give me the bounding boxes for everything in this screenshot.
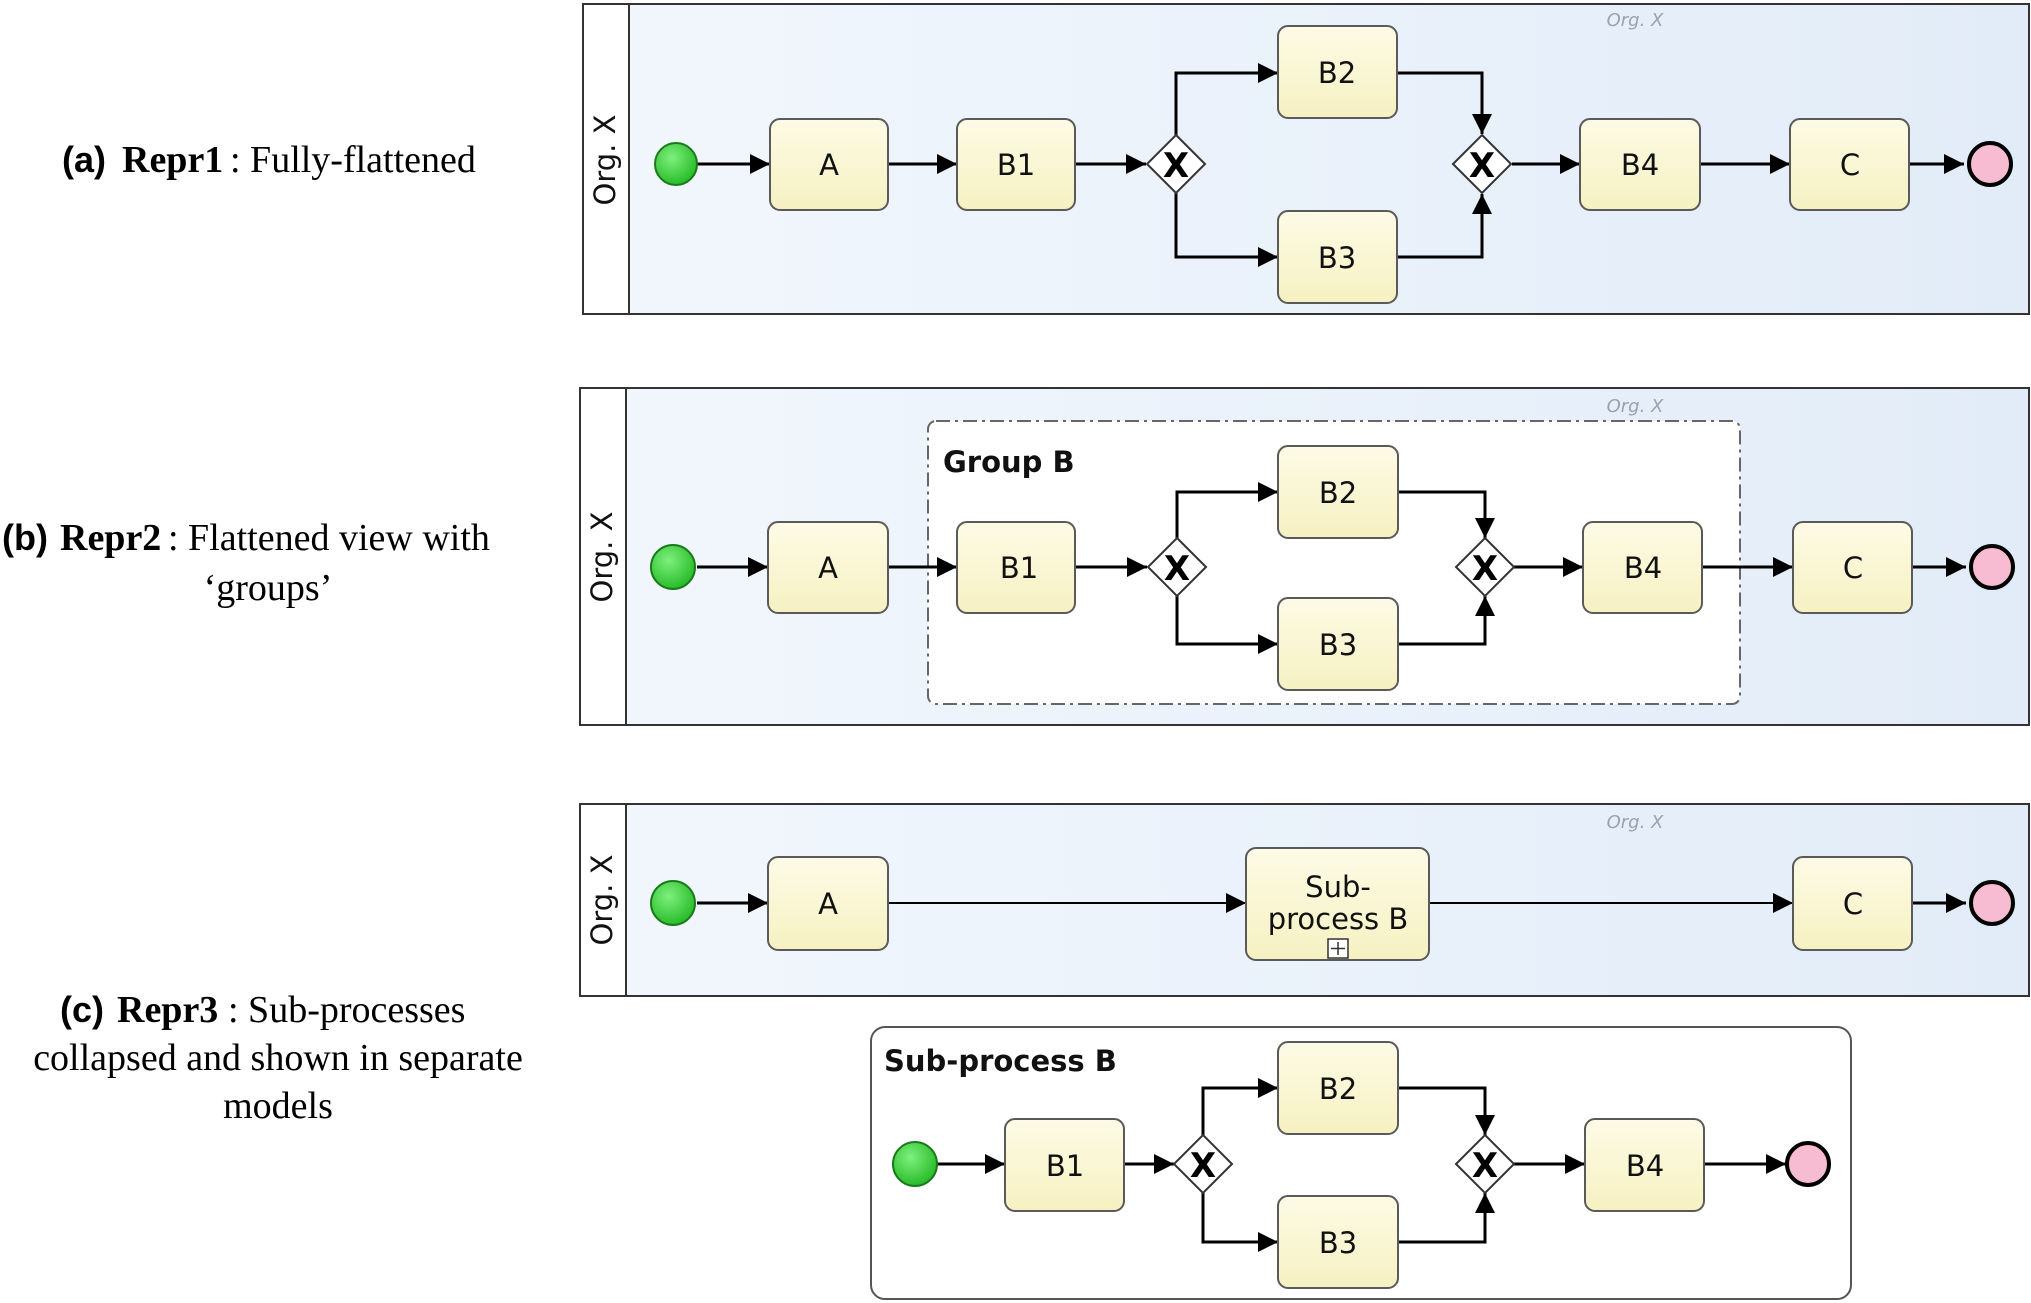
pool-b-lane-label: Org. X: [585, 512, 619, 603]
exclusive-gateway-icon: X: [1145, 133, 1207, 195]
task-label: B1: [1000, 551, 1038, 585]
group-b-label: Group B: [943, 445, 1075, 479]
task-label: B2: [1318, 56, 1356, 90]
task-label: C: [1843, 887, 1863, 921]
exclusive-gateway-icon: X: [1146, 536, 1208, 598]
svg-text:X: X: [1472, 1146, 1498, 1186]
task-c-C[interactable]: C: [1792, 856, 1913, 951]
task-a-B3[interactable]: B3: [1277, 210, 1398, 304]
pool-a-watermark: Org. X: [1607, 10, 1664, 31]
task-label: B2: [1319, 476, 1357, 510]
task-label: B3: [1319, 1226, 1357, 1260]
caption-c-text-1: : Sub-processes: [228, 989, 465, 1031]
caption-a-name: Repr1: [122, 139, 223, 181]
task-b-B1[interactable]: B1: [956, 521, 1076, 614]
task-label: B1: [997, 148, 1035, 182]
caption-b-tag: (b): [2, 517, 48, 558]
task-label: A: [819, 148, 839, 182]
caption-a-tag: (a): [62, 139, 106, 180]
pool-a-lane-header: [582, 3, 630, 315]
exclusive-gateway-icon: X: [1172, 1133, 1234, 1195]
task-sub-B1[interactable]: B1: [1004, 1118, 1125, 1212]
pool-c-lane-label: Org. X: [585, 855, 619, 946]
task-label: C: [1840, 148, 1860, 182]
pool-b-watermark: Org. X: [1607, 396, 1664, 417]
task-b-B2[interactable]: B2: [1277, 445, 1399, 539]
task-label: B4: [1626, 1149, 1664, 1183]
subprocess-b-collapsed[interactable]: Sub- process B: [1245, 847, 1430, 961]
task-b-B4[interactable]: B4: [1582, 521, 1703, 614]
pool-b-flows: [697, 482, 1966, 654]
caption-b: (b) Repr2 : Flattened view with ‘groups’: [2, 517, 490, 609]
caption-c-text-2: collapsed and shown in separate: [33, 1037, 523, 1079]
caption-c: (c) Repr3 : Sub-processes collapsed and …: [33, 989, 523, 1127]
task-label: B2: [1319, 1072, 1357, 1106]
caption-b-text-2: ‘groups’: [204, 567, 333, 609]
task-a-B2[interactable]: B2: [1277, 25, 1398, 119]
subprocess-label-line-2: process B: [1268, 902, 1409, 936]
svg-text:X: X: [1190, 1146, 1216, 1186]
task-label: B1: [1046, 1149, 1084, 1183]
caption-a-text: : Fully-flattened: [230, 139, 476, 181]
task-sub-B3[interactable]: B3: [1277, 1195, 1399, 1289]
caption-b-name: Repr2: [60, 517, 161, 559]
start-event-icon: [654, 142, 698, 186]
end-event-icon: [1969, 880, 2015, 926]
task-sub-B4[interactable]: B4: [1584, 1118, 1705, 1212]
svg-text:X: X: [1469, 146, 1495, 186]
pool-a-lane-label: Org. X: [588, 115, 622, 206]
task-label: A: [818, 551, 838, 585]
task-label: B3: [1319, 628, 1357, 662]
start-event-icon: [650, 544, 696, 590]
caption-c-name: Repr3: [117, 989, 218, 1031]
pool-b-lane-header: [579, 387, 627, 726]
task-a-B4[interactable]: B4: [1579, 118, 1701, 211]
task-a-B1[interactable]: B1: [956, 118, 1076, 211]
caption-c-text-3: models: [223, 1085, 333, 1127]
caption-c-tag: (c): [60, 989, 104, 1030]
task-sub-B2[interactable]: B2: [1277, 1041, 1399, 1135]
pool-a: Org. X Org. X A B1 B2 B3 B4 C X: [582, 3, 2030, 315]
svg-text:X: X: [1164, 549, 1190, 589]
group-b-box: [927, 420, 1741, 705]
exclusive-gateway-icon: X: [1454, 536, 1516, 598]
subprocess-b-title: Sub-process B: [884, 1044, 1117, 1078]
start-event-icon: [892, 1141, 938, 1187]
task-b-A[interactable]: A: [767, 521, 889, 614]
subprocess-b-model: Sub-process B B1 B2 B3 B4 X X: [870, 1026, 1852, 1300]
end-event-icon: [1969, 544, 2015, 590]
task-a-A[interactable]: A: [769, 118, 889, 211]
svg-text:X: X: [1472, 549, 1498, 589]
task-c-A[interactable]: A: [767, 856, 889, 951]
end-event-icon: [1785, 1141, 1831, 1187]
task-label: B4: [1624, 551, 1662, 585]
caption-b-text-1: : Flattened view with: [168, 517, 490, 559]
svg-text:X: X: [1163, 146, 1189, 186]
exclusive-gateway-icon: X: [1454, 1133, 1516, 1195]
start-event-icon: [650, 880, 696, 926]
pool-c: Org. X Org. X A Sub- process B C: [579, 803, 2030, 997]
task-label: A: [818, 887, 838, 921]
end-event-icon: [1967, 141, 2013, 187]
subprocess-b-flows: [937, 1078, 1786, 1252]
pool-c-watermark: Org. X: [1607, 812, 1664, 833]
task-a-C[interactable]: C: [1789, 118, 1910, 211]
task-label: B4: [1621, 148, 1659, 182]
pool-c-lane-header: [579, 803, 627, 997]
pool-a-flows: [697, 63, 1964, 267]
subprocess-label-line-1: Sub-: [1305, 870, 1371, 904]
task-label: C: [1843, 551, 1863, 585]
collapsed-subprocess-marker-icon[interactable]: [1327, 938, 1349, 959]
pool-b: Org. X Org. X Group B A B1 B2 B3 B4 C X: [579, 387, 2030, 726]
task-label: B3: [1318, 241, 1356, 275]
exclusive-gateway-icon: X: [1451, 133, 1513, 195]
caption-a: (a) Repr1 : Fully-flattened: [62, 139, 476, 181]
subprocess-b-frame: [870, 1026, 1852, 1300]
task-b-C[interactable]: C: [1792, 521, 1913, 614]
task-b-B3[interactable]: B3: [1277, 597, 1399, 691]
